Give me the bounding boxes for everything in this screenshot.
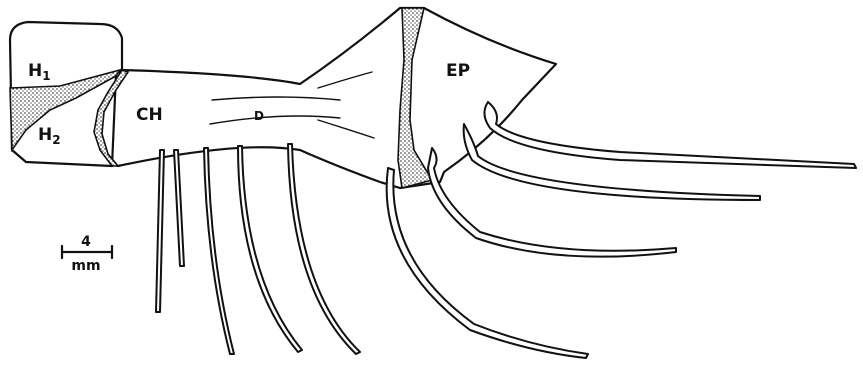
ray-6 bbox=[387, 168, 588, 358]
branchiostegal-rays bbox=[156, 102, 856, 358]
scale-bar-unit: mm bbox=[71, 258, 100, 274]
label-h2: H2 bbox=[38, 125, 61, 147]
label-h1: H1 bbox=[28, 61, 51, 83]
ray-9 bbox=[484, 102, 856, 168]
hypohyal-block bbox=[10, 22, 128, 166]
body-ridge-4 bbox=[318, 120, 374, 138]
scale-bar-value: 4 bbox=[81, 234, 91, 250]
label-ep: EP bbox=[446, 61, 470, 81]
body-ridge-1 bbox=[318, 72, 372, 88]
ray-3 bbox=[204, 148, 234, 354]
label-d: D bbox=[254, 109, 264, 123]
ray-5 bbox=[288, 144, 360, 354]
label-ch: CH bbox=[136, 105, 163, 125]
ray-2 bbox=[174, 150, 184, 266]
ray-7 bbox=[428, 148, 676, 257]
epihyal-ceratohyal-cartilage bbox=[398, 8, 432, 188]
scale-bar: 4 mm bbox=[62, 234, 112, 274]
body-ridge-2 bbox=[212, 97, 340, 100]
ceratohyal-outline bbox=[118, 8, 556, 188]
ceratohyal-epihyal-body bbox=[118, 8, 556, 188]
ray-1 bbox=[156, 150, 164, 312]
body-ridge-3 bbox=[210, 116, 340, 124]
